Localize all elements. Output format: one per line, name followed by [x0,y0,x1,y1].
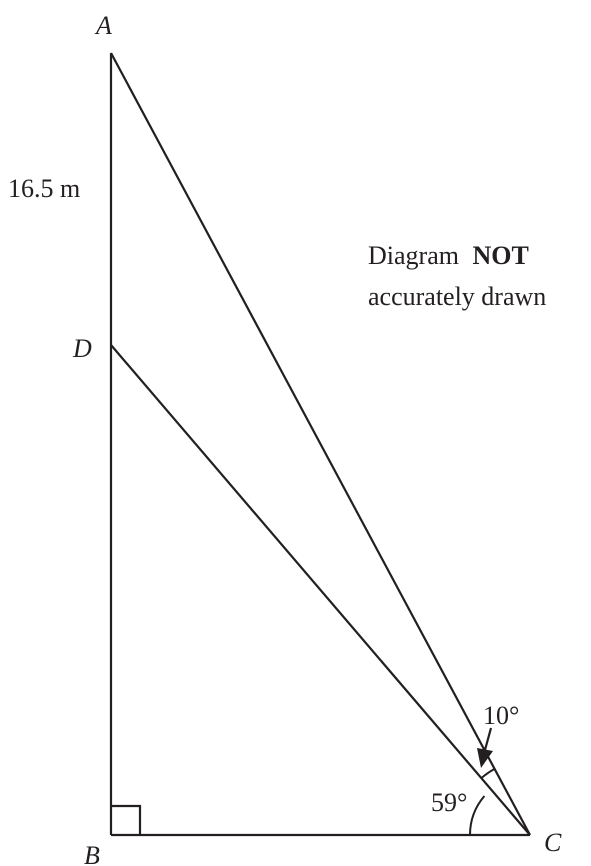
point-label-b: B [84,841,100,866]
angle-label-59: 59° [431,788,467,817]
point-label-d: D [72,334,92,363]
diagram-note-line1: Diagram NOT [368,241,529,270]
right-angle-marker [111,804,142,835]
segment-ac [110,52,531,836]
diagram-note-bold: NOT [472,241,528,270]
segment-dc [110,344,531,836]
angle-arc-10 [480,768,496,779]
point-label-a: A [94,11,112,40]
angle-arc-59 [469,795,486,836]
length-label-ad: 16.5 m [8,174,80,203]
angle-arrow-shaft [483,727,493,751]
angle-label-10: 10° [483,701,519,730]
diagram-note-prefix: Diagram [368,241,459,270]
diagram-note-line2: accurately drawn [368,282,546,311]
angle-arrow-head [477,748,493,768]
point-label-c: C [544,828,562,857]
